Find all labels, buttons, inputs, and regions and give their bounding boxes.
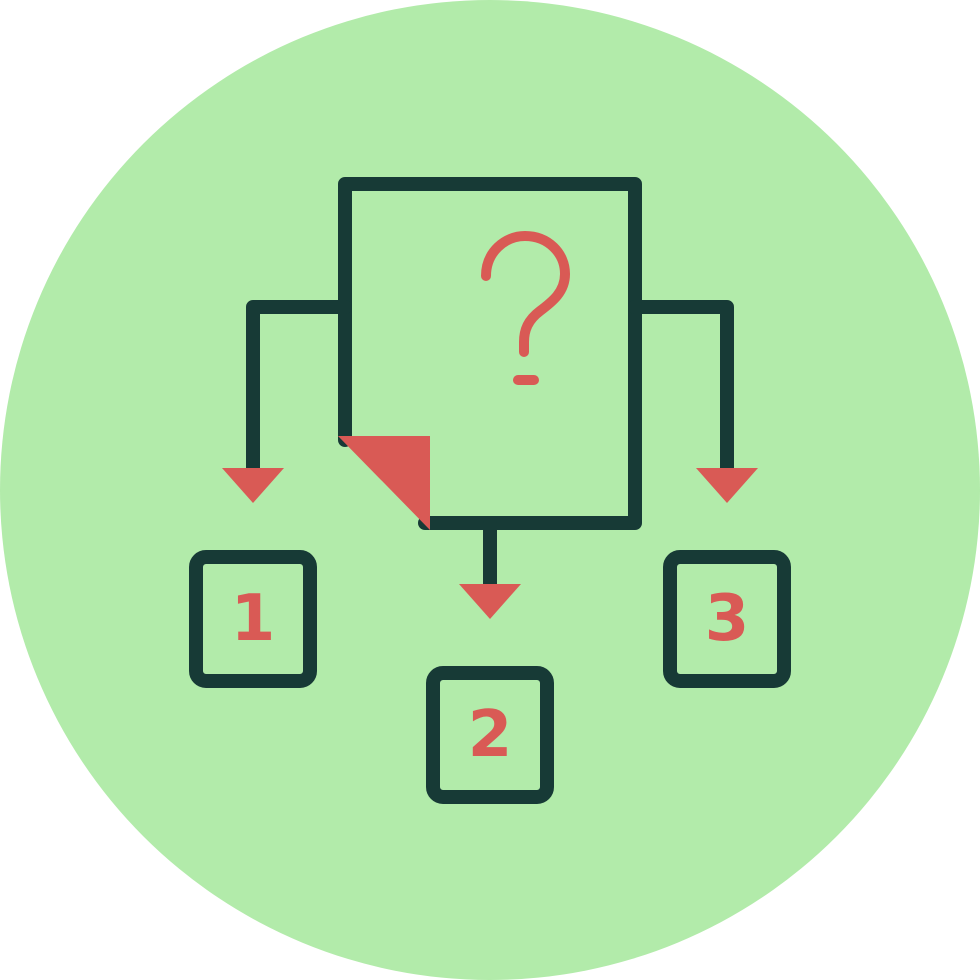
option-box-3-frame (663, 550, 791, 688)
option-box-1-label: 1 (231, 582, 276, 656)
document-icon (338, 177, 642, 530)
option-box-2-frame (426, 666, 554, 804)
left-arrow-head (222, 468, 284, 503)
option-box-3-label: 3 (705, 582, 750, 656)
right-connector-line (628, 300, 734, 477)
option-box-2: 2 (426, 666, 554, 804)
left-connector-line (246, 300, 352, 477)
left-branch-arrow (222, 300, 352, 503)
option-box-2-label: 2 (468, 698, 513, 772)
middle-branch-arrow (459, 516, 521, 619)
option-box-1: 1 (189, 550, 317, 688)
option-box-1-frame (189, 550, 317, 688)
option-box-3: 3 (663, 550, 791, 688)
right-branch-arrow (628, 300, 758, 503)
question-mark-hook (481, 231, 570, 357)
middle-arrow-head (459, 584, 521, 619)
document-folded-corner (338, 436, 430, 530)
document-outline (338, 177, 642, 530)
question-mark-icon (481, 231, 570, 385)
right-arrow-head (696, 468, 758, 503)
